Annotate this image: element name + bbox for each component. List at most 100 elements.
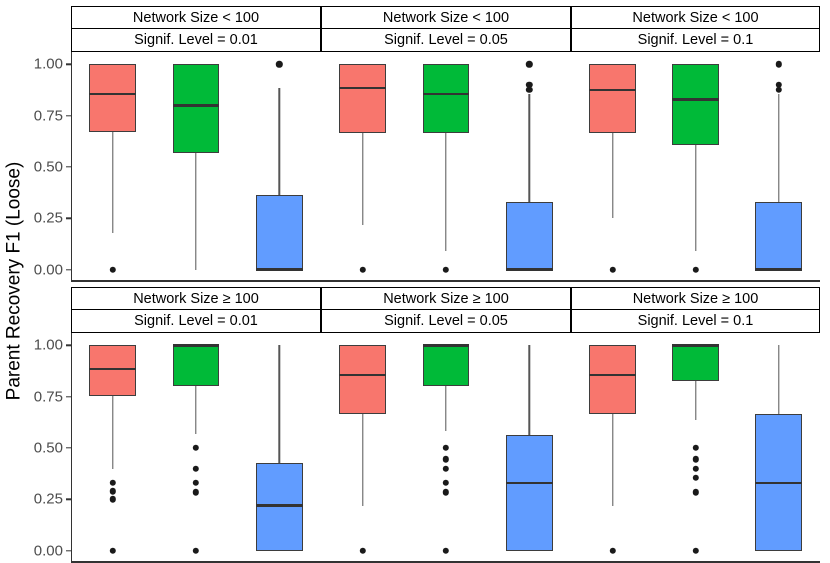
whisker-lower — [111, 395, 114, 469]
outlier-point — [609, 266, 616, 273]
median-line — [672, 97, 719, 101]
outlier-point — [192, 479, 200, 487]
y-tick-label: 1.00 — [33, 55, 63, 73]
box — [256, 194, 303, 270]
outlier-point — [775, 81, 782, 89]
outlier-point — [109, 547, 116, 554]
outlier-point — [442, 465, 450, 472]
whisker-upper — [528, 94, 531, 202]
median-line — [422, 344, 470, 347]
plot-panel — [321, 333, 571, 563]
median-line — [89, 92, 136, 96]
outlier-point — [192, 547, 200, 554]
median-line — [755, 481, 802, 485]
median-line — [256, 504, 303, 507]
boxplot-series — [71, 52, 321, 281]
outlier-point — [442, 266, 450, 273]
plot-area — [571, 52, 820, 282]
median-line — [672, 344, 719, 347]
y-tick-label: 1.00 — [33, 336, 63, 354]
whisker-lower — [195, 386, 197, 434]
y-tick-mark — [66, 447, 71, 449]
y-tick-mark — [66, 166, 71, 168]
boxplot-series — [571, 52, 820, 281]
boxplot-series — [571, 333, 820, 562]
y-tick-label: 0.25 — [33, 209, 63, 227]
boxplot-series — [571, 52, 820, 281]
box — [755, 201, 802, 270]
median-line — [506, 481, 553, 485]
outlier-point — [359, 547, 366, 554]
box — [506, 434, 553, 551]
y-axis-title: Parent Recovery F1 (Loose) — [0, 0, 29, 562]
boxplot-series — [71, 333, 321, 562]
y-tick-label: 0.25 — [33, 490, 63, 508]
box — [506, 201, 553, 270]
outlier-point — [442, 456, 450, 463]
outlier-point — [109, 496, 116, 503]
boxplot-series — [571, 333, 820, 562]
median-line — [339, 86, 386, 90]
boxplot-series — [321, 52, 571, 281]
whisker-lower — [111, 132, 114, 233]
x-axis-line — [571, 280, 820, 282]
outlier-point — [692, 547, 699, 554]
y-tick-mark — [66, 498, 71, 501]
whisker-upper — [777, 345, 780, 415]
box — [422, 64, 470, 134]
boxplot-series — [71, 333, 321, 562]
facet-strip-signif-level: Signif. Level = 0.1 — [571, 310, 820, 333]
plot-area — [321, 52, 571, 282]
median-line — [422, 92, 470, 96]
whisker-lower — [361, 133, 364, 225]
y-tick-mark — [66, 269, 71, 271]
whisker-lower — [445, 133, 447, 252]
whisker-upper — [278, 87, 281, 195]
outlier-point — [442, 479, 450, 487]
outlier-point — [192, 489, 200, 496]
median-line — [89, 367, 136, 371]
median-line — [506, 268, 553, 272]
outlier-point — [526, 81, 533, 89]
y-axis-title-label: Parent Recovery F1 (Loose) — [3, 161, 25, 401]
outlier-point — [692, 444, 699, 452]
outlier-point — [692, 266, 699, 273]
outlier-point — [442, 444, 450, 452]
outlier-point — [192, 444, 200, 452]
outlier-point — [359, 266, 366, 273]
outlier-point — [692, 465, 699, 472]
median-line — [172, 344, 220, 347]
facet-strip-network-size: Network Size ≥ 100 — [321, 287, 571, 310]
box — [256, 463, 303, 551]
median-line — [755, 268, 802, 272]
y-tick-mark — [66, 395, 71, 398]
box — [172, 64, 220, 153]
outlier-point — [442, 547, 450, 554]
median-line — [339, 373, 386, 377]
x-axis-line — [321, 280, 571, 282]
facet-strip-signif-level: Signif. Level = 0.01 — [71, 310, 321, 333]
y-tick-label: 0.75 — [33, 388, 63, 406]
y-axis-line — [71, 333, 73, 561]
outlier-point — [609, 547, 616, 554]
box — [339, 345, 386, 415]
y-tick-label: 0.50 — [33, 439, 63, 457]
whisker-lower — [361, 414, 364, 506]
plot-area — [321, 333, 571, 563]
box — [672, 345, 719, 382]
y-tick-label: 0.75 — [33, 107, 63, 125]
outlier-point — [775, 86, 782, 94]
